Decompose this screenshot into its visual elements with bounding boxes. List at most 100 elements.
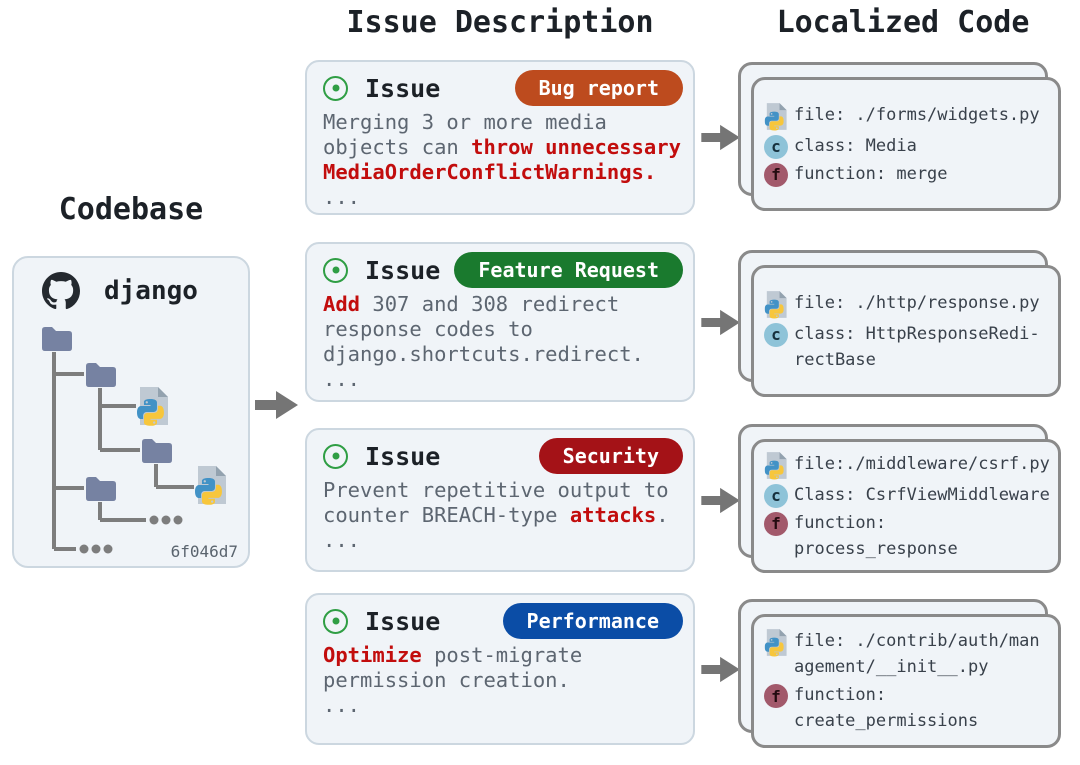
code-row: f function: merge — [764, 161, 1052, 187]
tree-ellipsis — [79, 515, 183, 554]
code-row-text: file:./middleware/csrf.py — [794, 451, 1050, 477]
plain-text: objects can — [323, 135, 472, 159]
plain-text: 307 and 308 redirect — [360, 292, 620, 316]
localized-code-title: Localized Code — [776, 5, 1030, 40]
arrow-issue-to-code — [701, 656, 741, 683]
highlighted-text: throw unnecessary — [471, 135, 681, 159]
issue-description-title: Issue Description — [346, 5, 654, 40]
issue-text-line: Optimize post-migrate — [323, 643, 683, 668]
repo-name: django — [104, 276, 198, 306]
folder-icon — [42, 327, 72, 351]
code-text-line: class: HttpResponseRedi- — [794, 323, 1040, 344]
folder-icon — [86, 363, 116, 387]
issue-text-line: ... — [323, 367, 683, 392]
code-row: file:./middleware/csrf.py — [764, 451, 1052, 480]
issue-type-badge: Security — [538, 438, 683, 474]
code-text-line: create_permissions — [794, 711, 979, 731]
plain-text: django.shortcuts.redirect. — [323, 342, 644, 366]
code-row: f function: process_response — [764, 510, 1052, 562]
code-text-line: file: ./http/response.py — [794, 292, 1040, 313]
issue-open-icon — [323, 443, 348, 469]
code-row: file: ./http/response.py — [764, 290, 1052, 319]
issue-title-group: Issue — [323, 74, 440, 103]
issue-text-line: ... — [323, 185, 683, 210]
code-text-line: class: Media — [794, 135, 917, 156]
codebase-card: django 6f046d7 — [12, 256, 250, 568]
highlighted-text: Add — [323, 292, 361, 316]
function-icon: f — [764, 684, 788, 708]
code-text-line: function: — [794, 512, 887, 533]
code-text-line: function: — [794, 685, 887, 705]
code-row-text: function: process_response — [794, 510, 958, 562]
python-file-icon — [764, 290, 788, 319]
tree-connector-lines — [52, 352, 194, 551]
plain-text: response codes to — [323, 317, 533, 341]
function-icon: f — [764, 511, 788, 536]
issue-label: Issue — [365, 441, 441, 471]
class-icon: c — [764, 483, 788, 508]
issue-text-line: permission creation. — [323, 668, 683, 693]
code-row-text: function: create_permissions — [794, 682, 978, 734]
highlighted-text: MediaOrderConflictWarnings. — [323, 160, 657, 184]
plain-text: post-migrate — [421, 643, 583, 667]
issue-text-line: django.shortcuts.redirect. — [323, 342, 683, 367]
arrow-issue-to-code — [701, 124, 741, 151]
code-text-line: function: merge — [794, 163, 948, 184]
code-text-line: process_response — [794, 538, 958, 559]
issue-title-group: Issue — [323, 607, 440, 636]
plain-text: ... — [323, 367, 361, 391]
issue-text-line: ... — [323, 693, 683, 718]
issue-text-line: counter BREACH-type attacks. — [323, 503, 683, 528]
issue-text-line: ... — [323, 528, 683, 553]
issue-label: Issue — [365, 255, 441, 285]
code-card: file:./middleware/csrf.py c Class: CsrfVie… — [751, 439, 1061, 573]
issue-label: Issue — [365, 73, 441, 103]
issue-text-line: response codes to — [323, 317, 683, 342]
python-file-icon — [195, 466, 226, 505]
issue-text-line: objects can throw unnecessary — [323, 135, 683, 160]
code-row: f function: create_permissions — [764, 682, 1052, 734]
code-row-text: file: ./http/response.py — [794, 290, 1040, 316]
code-text-line: file:./middleware/csrf.py — [794, 453, 1050, 474]
plain-text: ... — [323, 528, 361, 552]
repo-header: django — [42, 272, 198, 310]
code-row: c class: Media — [764, 133, 1052, 159]
issue-text-line: Prevent repetitive output to — [323, 478, 683, 503]
python-file-icon — [764, 102, 788, 131]
issue-type-badge: Performance — [502, 603, 683, 639]
highlighted-text: attacks — [569, 503, 657, 527]
code-card-stack: file:./middleware/csrf.py c Class: CsrfVie… — [738, 424, 1062, 573]
python-file-icon — [764, 628, 788, 657]
code-text-line: file: ./contrib/auth/man — [794, 631, 1040, 651]
python-file-icon — [764, 451, 788, 480]
python-file-icon — [137, 387, 168, 426]
commit-hash: 6f046d7 — [170, 542, 238, 561]
folder-icon — [142, 439, 172, 463]
issue-text-line: Merging 3 or more media — [323, 110, 683, 135]
class-icon: c — [764, 134, 788, 159]
code-text-line: rectBase — [794, 349, 876, 370]
code-text-line: Class: CsrfViewMiddleware — [794, 484, 1050, 505]
issue-card-header: Issue Performance — [323, 603, 683, 639]
plain-text: permission creation. — [323, 668, 570, 692]
highlighted-text: Optimize — [323, 643, 422, 667]
plain-text: ... — [323, 185, 361, 209]
function-icon: f — [764, 162, 788, 187]
plain-text: ... — [323, 693, 361, 717]
